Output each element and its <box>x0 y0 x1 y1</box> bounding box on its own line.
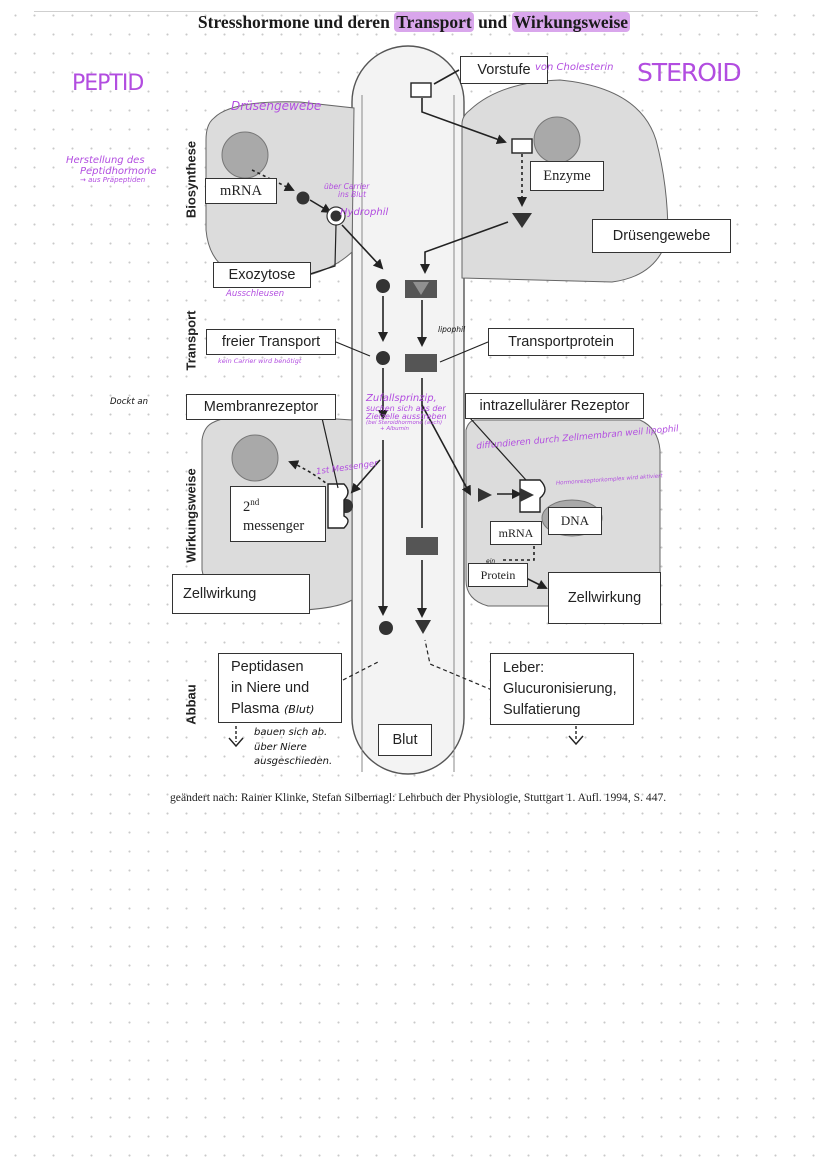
page-title: Stresshormone und deren Transport und Wi… <box>0 12 828 33</box>
peptide-granule-2 <box>330 210 342 222</box>
hand-herstellung-2: Peptidhormone <box>80 165 157 177</box>
box-druesengewebe: Drüsengewebe <box>592 219 731 253</box>
hand-lipophil: lipophil <box>438 325 466 334</box>
peptidasen-line-2: in Niere und <box>231 679 310 696</box>
source-caption: geändert nach: Rainer Klinke, Stefan Sil… <box>170 791 667 804</box>
section-label-wirkungsweise: Wirkungsweise <box>183 468 199 563</box>
box-mrna-top: mRNA <box>205 178 277 204</box>
box-leber: Leber: Glucuronisierung, Sulfatierung <box>490 653 634 725</box>
hand-zufallsprinzip: Zufallsprinzip, suchen sich aus der Ziel… <box>366 393 447 433</box>
transport-protein-1-hormone <box>413 282 429 295</box>
peptidasen-line-1: Peptidasen <box>231 658 304 675</box>
box-peptidasen: Peptidasen in Niere und Plasma <box>218 653 342 723</box>
hand-herstellung-1: Herstellung des <box>66 155 145 166</box>
precursor-box-1 <box>410 82 432 98</box>
leber-line-1: Leber: <box>503 659 545 676</box>
intracellular-receptor <box>519 479 546 513</box>
box-membranrezeptor: Membranrezeptor <box>186 394 336 420</box>
hand-ueber-carrier: über Carrier ins Blut <box>324 183 369 199</box>
transport-protein-2 <box>405 354 437 372</box>
hand-zufall-1: Zufallsprinzip, <box>366 393 437 404</box>
title-highlight-wirkungsweise: Wirkungsweise <box>511 12 631 32</box>
steroid-pathway <box>417 69 548 618</box>
peptide-hormone-2 <box>376 351 390 365</box>
section-label-transport: Transport <box>183 310 199 371</box>
hand-herstellung-3: → aus Präpeptiden <box>80 176 146 184</box>
free-steroid-triangle <box>478 488 492 502</box>
hand-bauen-ab: bauen sich ab. über Niere ausgeschieden. <box>254 726 332 770</box>
leber-line-3: Sulfatierung <box>503 701 581 718</box>
hand-zufall-3: Zielzelle ausstreben <box>366 411 447 421</box>
hand-zufall-2: suchen sich aus der <box>366 403 446 413</box>
box-vorstufe: Vorstufe <box>460 56 548 84</box>
hand-blut-paren: (Blut) <box>284 703 315 716</box>
box-dna: DNA <box>548 507 602 535</box>
box-second-messenger: 2nd messenger <box>230 486 326 542</box>
peptide-pathway <box>251 169 388 616</box>
hand-herstellung: Herstellung des Peptidhormone → aus Präp… <box>66 155 157 184</box>
blood-vessel <box>351 45 465 775</box>
hand-kein-carrier: kein Carrier wird benötigt <box>218 357 302 365</box>
hand-bauen-ab-2: über Niere <box>254 741 307 753</box>
hand-bauen-ab-3: ausgeschieden. <box>254 756 333 767</box>
steroid-triangle-abbau <box>415 620 431 634</box>
steroid-hormone-triangle <box>512 213 532 228</box>
hand-ueber-carrier-1: über Carrier <box>324 182 370 191</box>
hand-zufall-5: + Albumin <box>380 426 409 433</box>
peptide-granule-1 <box>296 191 310 205</box>
transport-protein-3 <box>406 537 438 555</box>
peptide-hormone-4 <box>379 621 393 635</box>
membrane-receptor <box>327 483 349 529</box>
hand-steroid: STEROID <box>637 58 742 87</box>
hand-hydrophil: Hydrophil <box>340 207 389 218</box>
excretion-arrows <box>228 726 584 748</box>
peptide-hormone-1 <box>376 279 390 293</box>
box-enzyme: Enzyme <box>530 161 604 191</box>
hand-von-cholesterin: von Cholesterin <box>535 62 614 73</box>
nucleus-left-gland <box>221 131 269 179</box>
receptor-bound-hormone <box>520 488 534 502</box>
box-freier-transport: freier Transport <box>206 329 336 355</box>
hand-peptid: PEPTID <box>72 71 144 96</box>
box-intrazellulaerer-rezeptor: intrazellulärer Rezeptor <box>465 393 644 419</box>
nucleus-right-gland <box>533 116 581 164</box>
top-divider <box>34 11 758 12</box>
box-transportprotein: Transportprotein <box>488 328 634 356</box>
box-blut: Blut <box>378 724 432 756</box>
peptidasen-line-3: Plasma <box>231 700 280 717</box>
second-messenger-number: 2 <box>243 498 251 515</box>
second-messenger-sup: nd <box>250 496 260 507</box>
box-zellwirkung-left: Zellwirkung <box>172 574 310 614</box>
box-zellwirkung-right: Zellwirkung <box>548 572 661 624</box>
precursor-box-2 <box>511 138 533 154</box>
title-text-1: Stresshormone und deren <box>197 12 395 32</box>
hand-ein: ein <box>486 558 496 565</box>
title-text-2: und <box>473 12 512 32</box>
transport-protein-1 <box>405 280 437 298</box>
hand-bauen-ab-1: bauen sich ab. <box>254 727 328 738</box>
second-messenger-word: messenger <box>243 518 305 535</box>
leber-line-2: Glucuronisierung, <box>503 680 617 697</box>
hand-druesengewebe: Drüsengewebe <box>231 99 322 113</box>
hand-ueber-carrier-2: ins Blut <box>338 189 367 199</box>
title-highlight-transport: Transport <box>394 12 474 32</box>
hand-ausschleusen: Ausschleusen <box>226 289 285 299</box>
box-protein: Protein <box>468 563 528 587</box>
nucleus-left-target <box>231 434 279 482</box>
box-connectors <box>309 224 493 691</box>
hand-zufall-4: (bei Steroidhormone (auch) <box>366 420 443 427</box>
section-label-biosynthese: Biosynthese <box>183 140 199 219</box>
box-mrna-small: mRNA <box>490 521 542 545</box>
box-exozytose: Exozytose <box>213 262 311 288</box>
second-messenger-ordinal: 2nd <box>243 492 259 517</box>
section-label-abbau: Abbau <box>183 684 199 725</box>
hand-dockt-an: Dockt an <box>110 397 148 407</box>
